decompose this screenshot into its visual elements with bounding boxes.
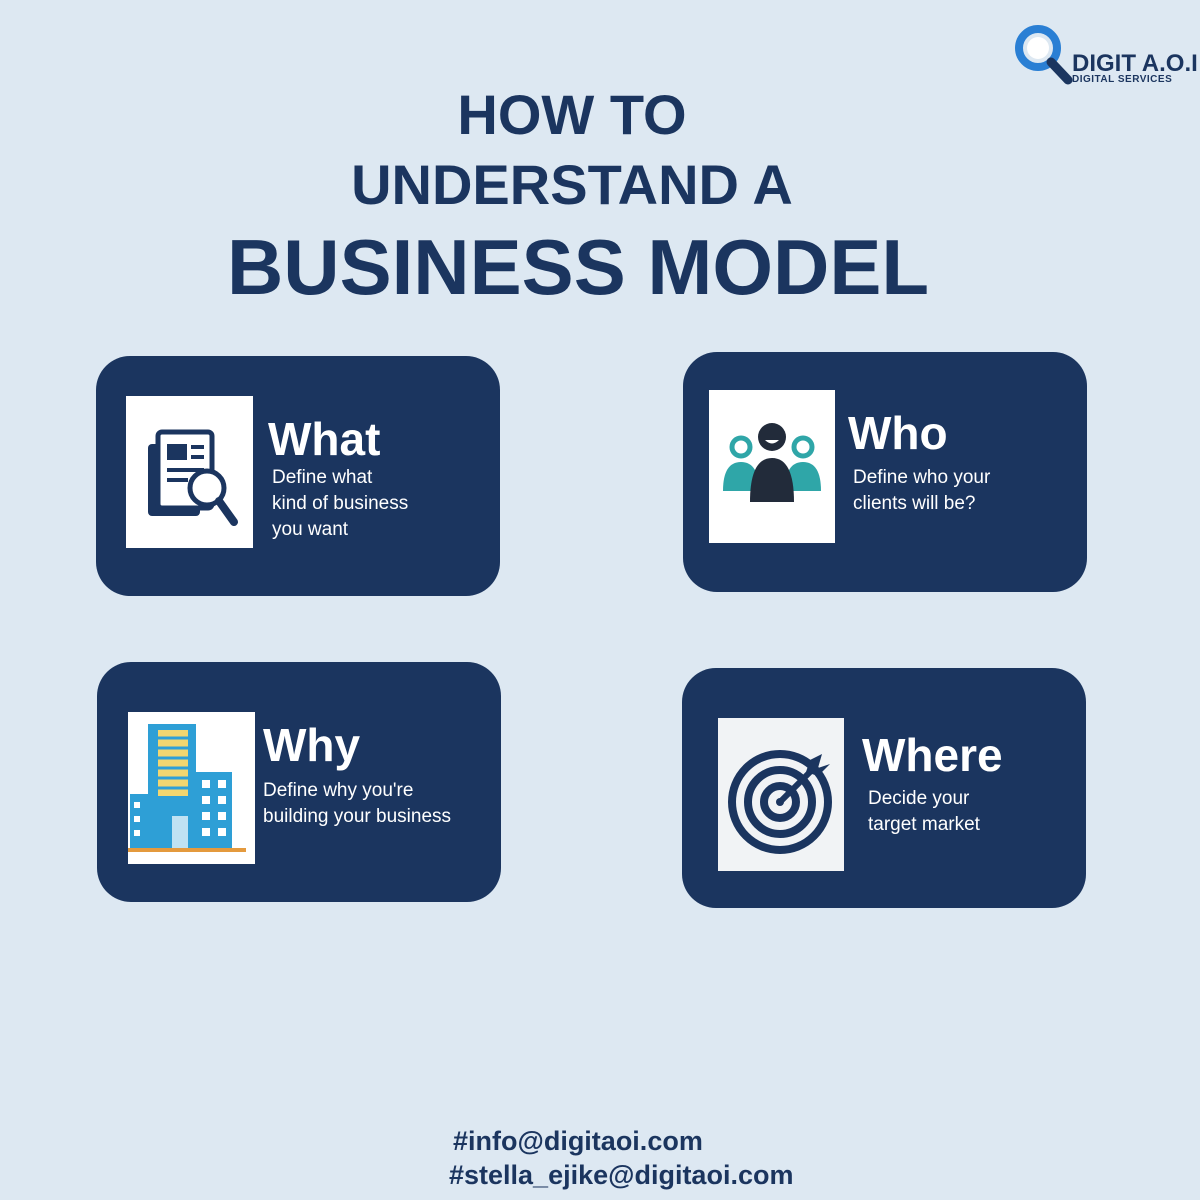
people-group-icon [723, 423, 821, 502]
title-line-2: UNDERSTAND A [351, 153, 793, 216]
card-who-text: Define who your clients will be? [853, 467, 991, 514]
card-why: Why Define why you're building your busi… [97, 662, 501, 902]
magnifier-logo-icon [1015, 25, 1073, 85]
title-line-1: HOW TO [457, 83, 687, 146]
buildings-icon [128, 724, 246, 852]
card-what-text: Define what kind of business you want [272, 467, 409, 540]
card-who-heading: Who [848, 407, 948, 459]
card-why-text: Define why you're building your business [263, 780, 452, 827]
footer-email-2: #stella_ejike@digitaoi.com [449, 1160, 794, 1190]
brand-logo: DIGIT A.O.I DIGITAL SERVICES [1010, 22, 1198, 92]
footer-email-1: #info@digitaoi.com [453, 1126, 703, 1156]
card-who: Who Define who your clients will be? [683, 352, 1087, 592]
brand-tagline: DIGITAL SERVICES [1072, 74, 1173, 85]
brand-name: DIGIT A.O.I [1072, 50, 1198, 77]
card-where: Where Decide your target market [682, 668, 1086, 908]
card-what: What Define what kind of business you wa… [96, 356, 500, 596]
document-search-icon [148, 429, 238, 526]
card-where-text: Decide your target market [868, 788, 980, 835]
card-why-heading: Why [263, 719, 361, 771]
card-where-icon-box [718, 718, 844, 871]
card-who-icon-box [709, 390, 835, 543]
card-where-heading: Where [862, 729, 1003, 781]
card-why-icon-box [128, 712, 255, 864]
title-line-3: BUSINESS MODEL [226, 223, 930, 311]
card-what-icon-box [126, 396, 253, 548]
target-icon [728, 750, 832, 854]
card-what-heading: What [268, 413, 381, 465]
